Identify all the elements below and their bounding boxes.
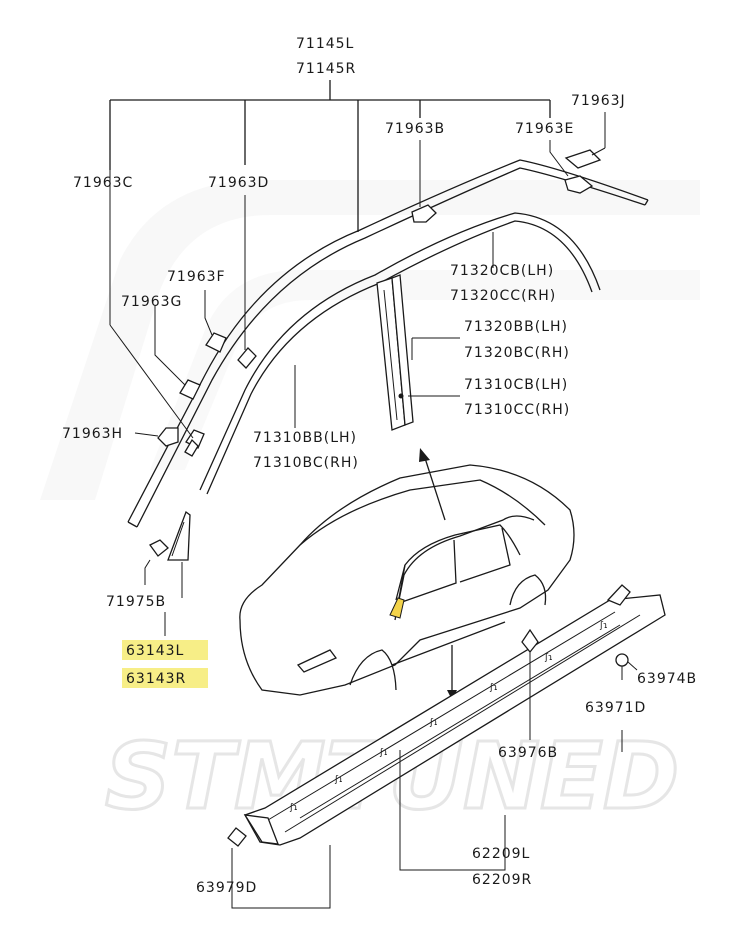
leader-lines	[294, 232, 494, 428]
car-illustration	[239, 448, 575, 700]
label-71320CB: 71320CB(LH)	[450, 263, 554, 279]
label-63971D: 63971D	[585, 700, 646, 716]
svg-text:ʃɿ: ʃɿ	[429, 718, 438, 728]
label-63976B: 63976B	[498, 745, 558, 761]
label-62209R: 62209R	[472, 872, 532, 888]
part-labels: 71145L 71145R 71963J 71963B 71963E 71963…	[62, 36, 697, 896]
label-71310CC: 71310CC(RH)	[464, 402, 570, 418]
label-71963F: 71963F	[167, 269, 226, 285]
svg-text:ʃɿ: ʃɿ	[544, 653, 553, 663]
label-71320CC: 71320CC(RH)	[450, 288, 556, 304]
corner-garnish-63143	[144, 510, 191, 636]
label-63143R: 63143R	[126, 671, 186, 687]
label-71320BC: 71320BC(RH)	[464, 345, 570, 361]
side-sill-62209: ʃɿ ʃɿ ʃɿ ʃɿ ʃɿ ʃɿ ʃɿ	[227, 584, 666, 909]
label-71310BC: 71310BC(RH)	[253, 455, 359, 471]
label-71145R: 71145R	[296, 61, 356, 77]
label-62209L: 62209L	[472, 846, 530, 862]
pillar-molding	[376, 274, 414, 431]
label-71310BB: 71310BB(LH)	[253, 430, 357, 446]
label-63143L: 63143L	[126, 643, 184, 659]
label-71963B: 71963B	[385, 121, 445, 137]
highlight-63143L	[122, 640, 208, 660]
label-71963E: 71963E	[515, 121, 574, 137]
label-71963C: 71963C	[73, 175, 133, 191]
svg-text:ʃɿ: ʃɿ	[334, 775, 343, 785]
bracket-71145	[109, 80, 551, 232]
svg-text:ʃɿ: ʃɿ	[489, 683, 498, 693]
label-71963D: 71963D	[208, 175, 269, 191]
svg-text:ʃɿ: ʃɿ	[599, 621, 608, 631]
label-71310CB: 71310CB(LH)	[464, 377, 568, 393]
label-71975B: 71975B	[106, 594, 166, 610]
label-71963G: 71963G	[121, 294, 182, 310]
label-71145L: 71145L	[296, 36, 354, 52]
label-71963H: 71963H	[62, 426, 123, 442]
svg-text:ʃɿ: ʃɿ	[289, 803, 298, 813]
label-63979D: 63979D	[196, 880, 257, 896]
label-63974B: 63974B	[637, 671, 697, 687]
svg-text:ʃɿ: ʃɿ	[379, 748, 388, 758]
label-71320BB: 71320BB(LH)	[464, 319, 568, 335]
highlight-63143R	[122, 668, 208, 688]
clips	[109, 112, 606, 457]
label-71963J: 71963J	[571, 93, 626, 109]
door-frame-molding-71320	[199, 212, 601, 495]
